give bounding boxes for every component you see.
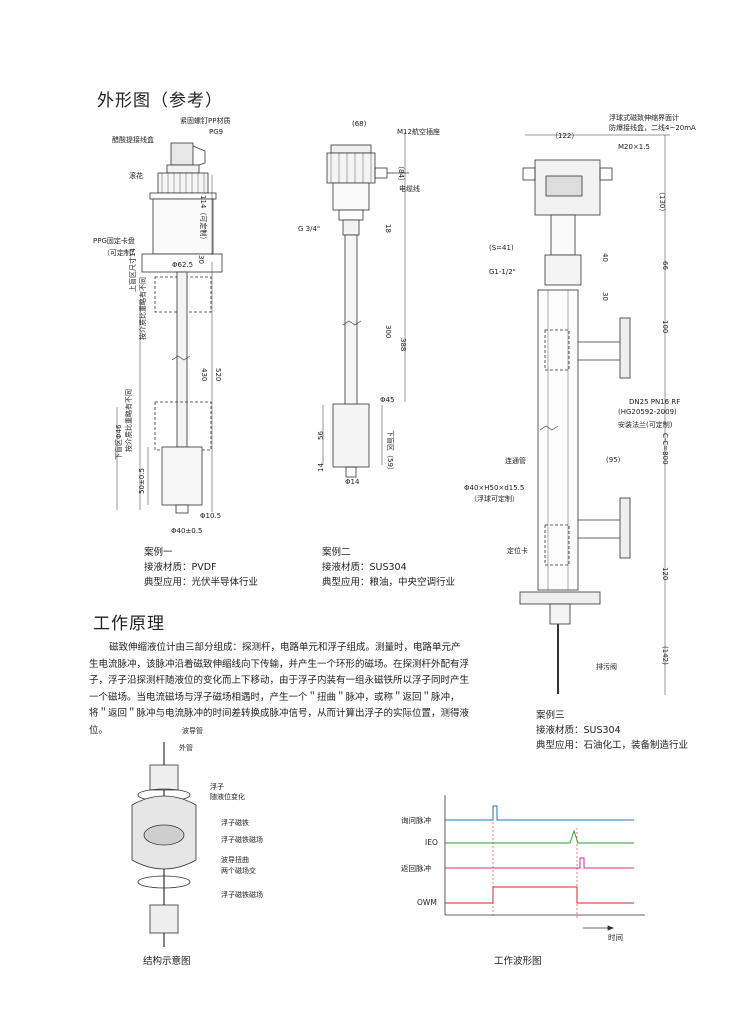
c2-g34-label: G 3/4" [298, 225, 321, 233]
c3-flange-label: 安装法兰(可定制) [618, 421, 673, 429]
c1-custom-label: （可定制） [103, 249, 138, 257]
c1-d430-label: 430 [200, 368, 208, 382]
case1-drawing [116, 142, 223, 514]
st-waveguide-label: 波导管 [182, 727, 203, 735]
c3-d120-label: 120 [661, 567, 669, 581]
c1-d30-label: 30 [197, 255, 205, 264]
c3-s41-label: (S=41) [489, 244, 514, 252]
st-float-label: 浮子 [210, 783, 224, 791]
structure-drawing [131, 742, 197, 947]
st-twist2-label: 两个磁场交 [221, 867, 256, 875]
c3-d95-label: (95) [606, 456, 621, 464]
case3-title: 案例三 [536, 710, 565, 721]
c3-hg-label: (HG20592-2009) [618, 408, 677, 416]
c1-phi10-label: Φ10.5 [200, 512, 222, 520]
waveform-traces [445, 805, 634, 918]
c1-blindtop2-label: 按介质比重略有不同 [139, 277, 147, 340]
c1-blindbot2-label: 按介质比重略有不同 [125, 389, 133, 452]
c3-pipe-label: 连通管 [505, 457, 526, 465]
c1-d114-label: 114（可定制） [199, 195, 207, 244]
case3-application: 典型应用：石油化工，装备制造行业 [536, 740, 689, 751]
c3-d142-label: (142) [661, 646, 669, 665]
case3-material: 接液材质：SUS304 [536, 725, 621, 736]
case1-material: 接液材质：PVDF [144, 562, 217, 573]
structure-caption: 结构示意图 [143, 956, 191, 967]
c1-cap-label: 紧固螺钉PP材质 [180, 117, 231, 125]
c1-d50-label: 50±0.5 [138, 468, 146, 494]
case2-application: 典型应用：粮油，中央空调行业 [322, 577, 456, 588]
c3-d40-label: 40 [601, 253, 609, 262]
c2-d56-label: 56 [317, 431, 325, 440]
wf-time-label: 时间 [608, 933, 623, 942]
c2-d14-label: 14 [317, 463, 325, 472]
c2-phi14-label: Φ14 [345, 478, 360, 486]
st-float2-label: 随液位变化 [210, 793, 245, 801]
case2-drawing [322, 132, 409, 478]
c1-junction-label: 醋酸提接线盒 [112, 136, 154, 144]
c1-blindtop-label: 上盲区尺寸14 [129, 248, 137, 292]
c3-g112-label: G1-1/2" [489, 268, 516, 276]
c2-d300-label: 300 [384, 325, 392, 339]
c3-m20-label: M20×1.5 [618, 143, 650, 151]
c3-d130-label: （130） [658, 188, 666, 216]
c1-flange-label: PPG固定卡盘 [93, 237, 135, 245]
c3-drain-label: 排污阀 [596, 663, 617, 671]
c3-float2-label: （浮球可定制） [470, 495, 519, 503]
st-field-label: 浮子磁铁磁场 [221, 836, 263, 844]
c2-d84-label: （84） [397, 162, 405, 185]
c2-d68-label: (68) [352, 120, 367, 128]
c2-d388-label: 388 [399, 338, 407, 352]
wf-row-ieo: IEO [425, 838, 438, 847]
c3-d30-label: 30 [601, 292, 609, 301]
c1-knurl-label: 滚花 [129, 172, 143, 180]
c3-clamp-label: 定位卡 [507, 547, 528, 555]
c2-blind-label: 下盲区（59） [386, 430, 394, 474]
st-field2-label: 浮子磁铁磁场 [221, 891, 263, 899]
c3-d122-label: （122） [551, 132, 579, 140]
case3-drawing [519, 134, 670, 695]
case2-caption: 案例二 接液材质：SUS304 典型应用：粮油，中央空调行业 [322, 545, 455, 590]
waveform-caption: 工作波形图 [494, 956, 542, 967]
case1-caption: 案例一 接液材质：PVDF 典型应用：光伏半导体行业 [144, 545, 258, 590]
c1-phi40-label: Φ40±0.5 [171, 527, 203, 535]
c1-phi62-label: Φ62.5 [172, 261, 194, 269]
c1-blindbot-label: 下盲区Φ46 [115, 424, 123, 460]
st-magnet-label: 浮子磁铁 [221, 819, 249, 827]
case3-caption: 案例三 接液材质：SUS304 典型应用：石油化工，装备制造行业 [536, 708, 688, 753]
st-outer-label: 外管 [179, 744, 193, 752]
c3-float-label: Φ40×H50×d15.5 [464, 484, 525, 492]
st-twist-label: 波导扭曲 [221, 856, 249, 864]
c2-m12-label: M12航空插座 [397, 128, 440, 136]
case1-application: 典型应用：光伏半导体行业 [144, 577, 259, 588]
c3-dn25-label: DN25 PN16 RF [629, 398, 681, 406]
c3-d100-label: 100 [661, 320, 669, 334]
wf-row-return: 返回脉冲 [401, 864, 431, 873]
c3-top2-label: 防爆接线盒，二线4~20mA [609, 124, 696, 132]
principle-text: 磁致伸缩液位计由三部分组成：探测杆，电路单元和浮子组成。测量时，电路单元产生电流… [89, 642, 470, 736]
case2-material: 接液材质：SUS304 [322, 562, 407, 573]
c2-phi45-label: Φ45 [380, 396, 395, 404]
c3-d66-label: 66 [661, 261, 669, 270]
wf-row-owm: OWM [417, 898, 437, 907]
wf-row-query: 询问脉冲 [401, 816, 431, 825]
waveform-axes [444, 795, 645, 931]
c3-top1-label: 浮球式磁致伸缩界面计 [609, 114, 679, 122]
case1-title: 案例一 [144, 547, 173, 558]
c1-pg9-label: PG9 [209, 128, 224, 136]
case2-title: 案例二 [322, 547, 351, 558]
c3-cc800-label: C-C=800 [661, 433, 669, 465]
c2-d18-label: 18 [384, 224, 392, 233]
c2-cable-label: 电缆线 [399, 185, 420, 193]
outline-title: 外形图（参考） [97, 91, 223, 111]
principle-title: 工作原理 [93, 614, 165, 634]
c1-d520-label: 520 [214, 368, 222, 382]
